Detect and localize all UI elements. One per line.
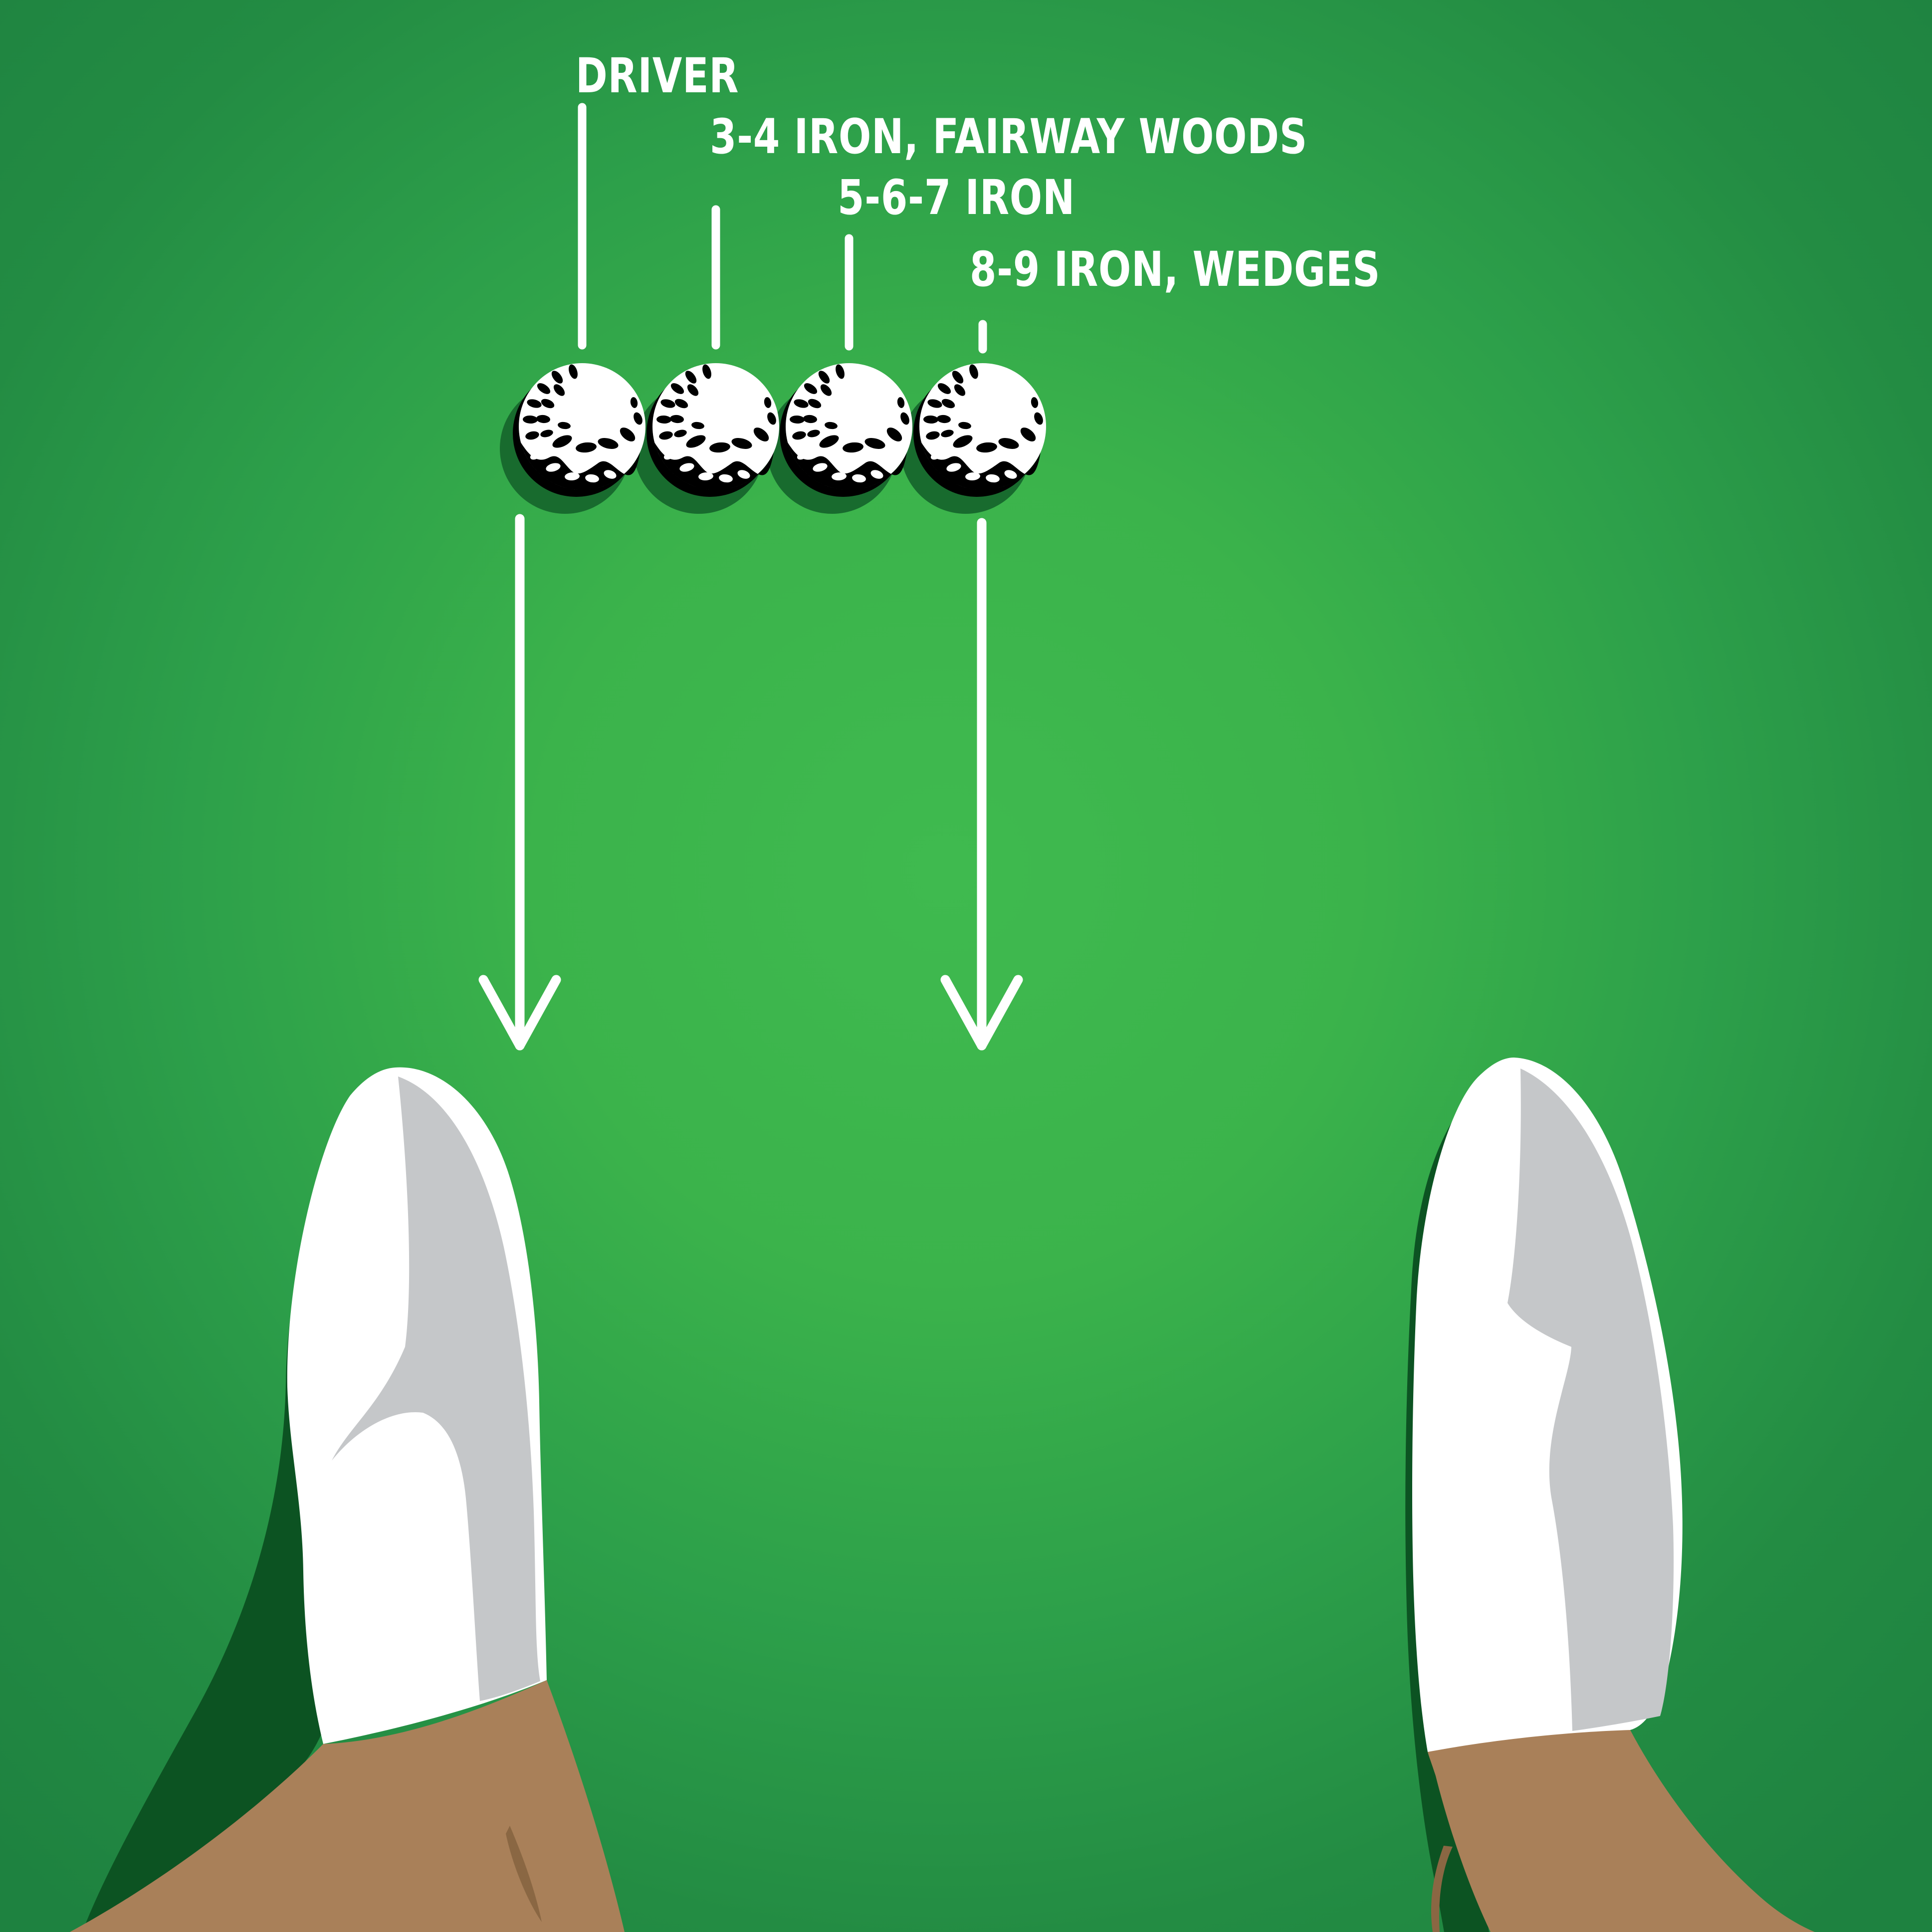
right-shoe-crease — [1507, 1069, 1674, 1731]
left-shoe-crease — [332, 1076, 540, 1701]
right-down-arrow — [940, 518, 1023, 1051]
right-leg — [1428, 1729, 1815, 1932]
golf-ball-long-irons — [646, 363, 779, 497]
label-driver: DRIVER — [576, 48, 739, 104]
right-leg-crease — [1431, 1846, 1453, 1932]
right-foot — [1405, 1058, 1815, 1932]
left-foot — [70, 1067, 625, 1932]
golf-ball-short-irons — [913, 363, 1046, 497]
left-down-arrow — [478, 514, 561, 1051]
label-pointer-lines — [578, 103, 987, 354]
label-mid-irons: 5-6-7 IRON — [838, 170, 1075, 225]
golf-ball-driver — [513, 363, 645, 497]
label-long-irons: 3-4 IRON, FAIRWAY WOODS — [710, 109, 1307, 165]
label-short-irons: 8-9 IRON, WEDGES — [970, 241, 1381, 297]
golf-ball-mid-irons — [780, 363, 912, 497]
left-leg-crease — [506, 1826, 542, 1922]
target-arrows — [478, 514, 1023, 1051]
left-leg — [70, 1680, 625, 1932]
